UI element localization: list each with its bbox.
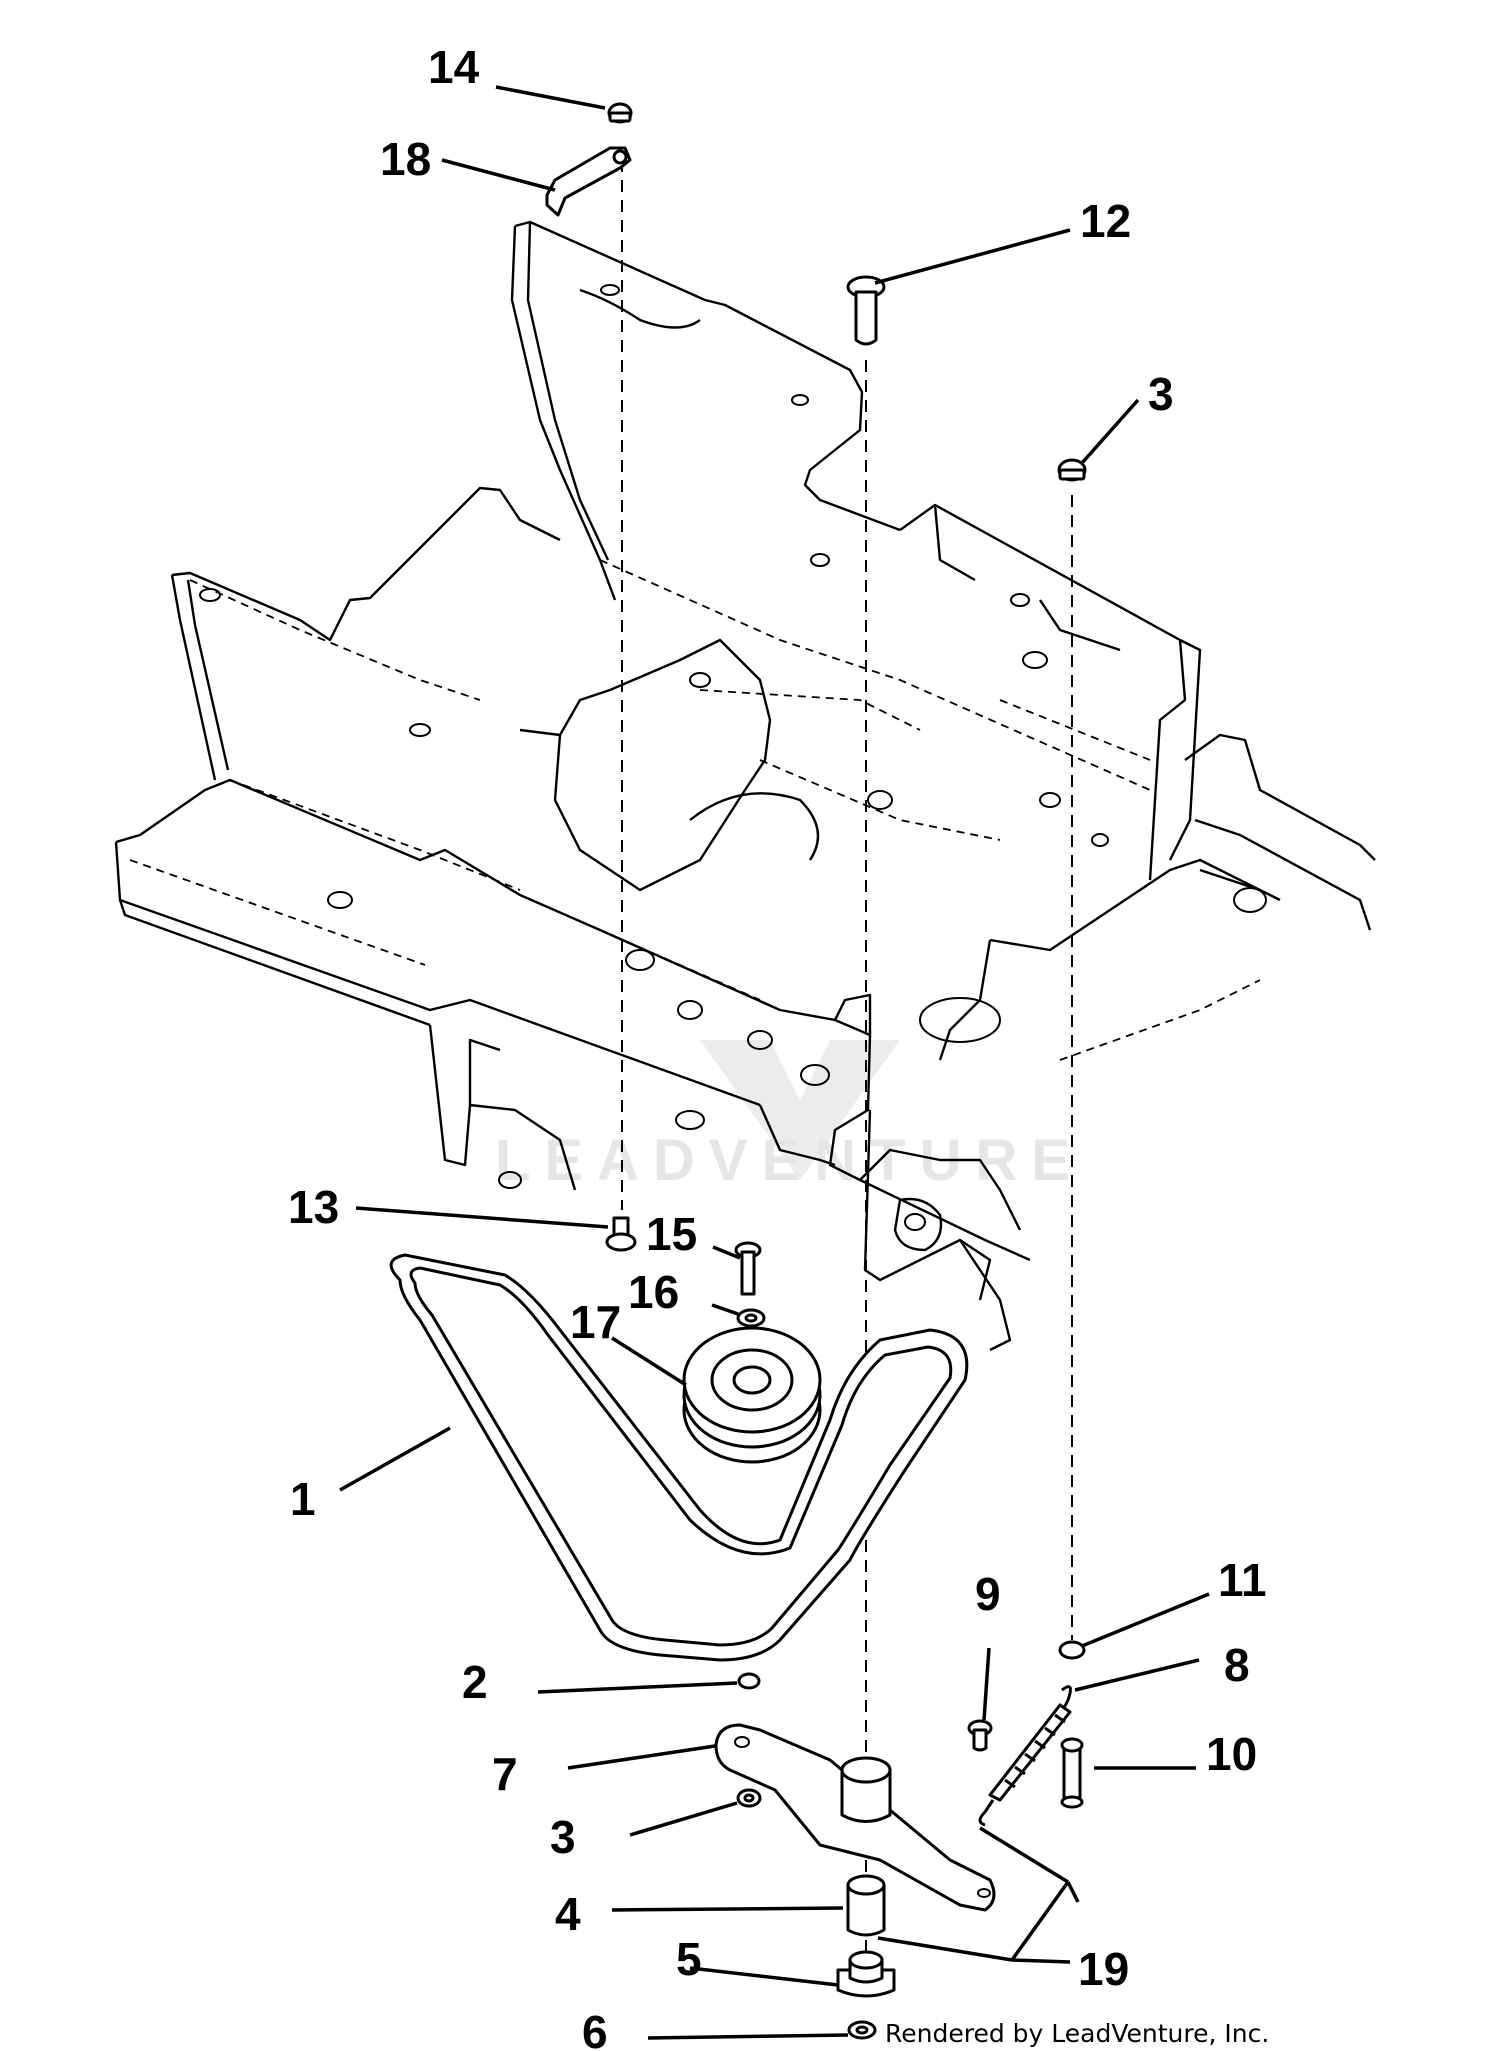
part-13-bolt: [605, 1216, 637, 1252]
part-3-washer: [736, 1788, 762, 1808]
part-5-spacer: [836, 1950, 896, 1998]
callout-13: 13: [288, 1181, 339, 1233]
callout-12: 12: [1080, 195, 1131, 247]
part-2-nut: [737, 1672, 761, 1690]
callout-3-top: 3: [1148, 368, 1174, 420]
part-12-pin: [846, 275, 886, 346]
part-18-bracket: [545, 146, 632, 217]
part-10-pin: [1060, 1737, 1084, 1809]
callout-10: 10: [1206, 1728, 1257, 1780]
callout-labels: 14 18 12 3 13 15 16 17 1 2 7 3 4 5 6 9 1…: [288, 41, 1267, 2051]
watermark: LEADVENTURE: [495, 1040, 1070, 1193]
part-17-pulley: [682, 1326, 822, 1464]
part-1-belt: [389, 1253, 969, 1662]
callout-18: 18: [380, 133, 431, 185]
callout-14: 14: [428, 41, 480, 93]
chassis-frame: [114, 220, 1376, 1352]
part-16-washer: [736, 1308, 766, 1328]
callout-3-bottom: 3: [550, 1811, 576, 1863]
callout-16: 16: [628, 1266, 679, 1318]
callout-9: 9: [975, 1568, 1001, 1620]
part-8-spring: [978, 1685, 1072, 1827]
callout-15: 15: [646, 1208, 697, 1260]
parts: [389, 102, 1087, 2040]
part-7-idler-arm: [714, 1723, 996, 1912]
render-credit: Rendered by LeadVenture, Inc.: [885, 2019, 1269, 2048]
watermark-logo-icon: [700, 1040, 900, 1180]
leader-lines: [339, 85, 1210, 2040]
callout-5: 5: [676, 1933, 702, 1985]
part-14-nut: [607, 102, 633, 124]
part-6-washer: [847, 2020, 877, 2040]
callout-4: 4: [555, 1888, 581, 1940]
part-9-bolt: [967, 1719, 993, 1752]
callout-1: 1: [290, 1473, 316, 1525]
part-4-bushing: [846, 1874, 886, 1937]
callout-11: 11: [1218, 1554, 1267, 1606]
callout-19: 19: [1078, 1943, 1129, 1995]
callout-7: 7: [492, 1748, 518, 1800]
callout-8: 8: [1224, 1639, 1250, 1691]
part-15-bolt: [734, 1241, 762, 1296]
callout-2: 2: [462, 1656, 488, 1708]
part-3-nut: [1057, 458, 1087, 482]
part-11-nut: [1058, 1640, 1086, 1660]
callout-17: 17: [570, 1296, 621, 1348]
assembly-axes: [621, 160, 1073, 2000]
callout-6: 6: [582, 2006, 608, 2051]
